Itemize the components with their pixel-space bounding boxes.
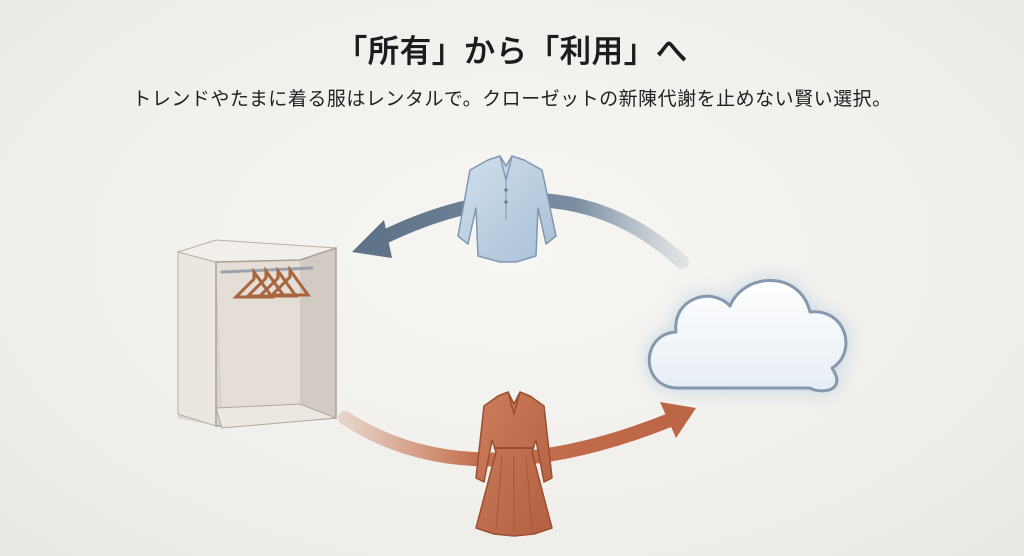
- hanger-icon: [232, 265, 311, 299]
- page-title: 「所有」から「利用」へ: [336, 34, 688, 70]
- dress-icon: [475, 391, 553, 537]
- cloud-icon: [647, 279, 848, 393]
- closet-icon: [176, 239, 337, 429]
- page-subtitle: トレンドやたまに着る服はレンタルで。クローゼットの新陳代謝を止めない賢い選択。: [132, 88, 892, 110]
- blouse-icon: [457, 155, 557, 263]
